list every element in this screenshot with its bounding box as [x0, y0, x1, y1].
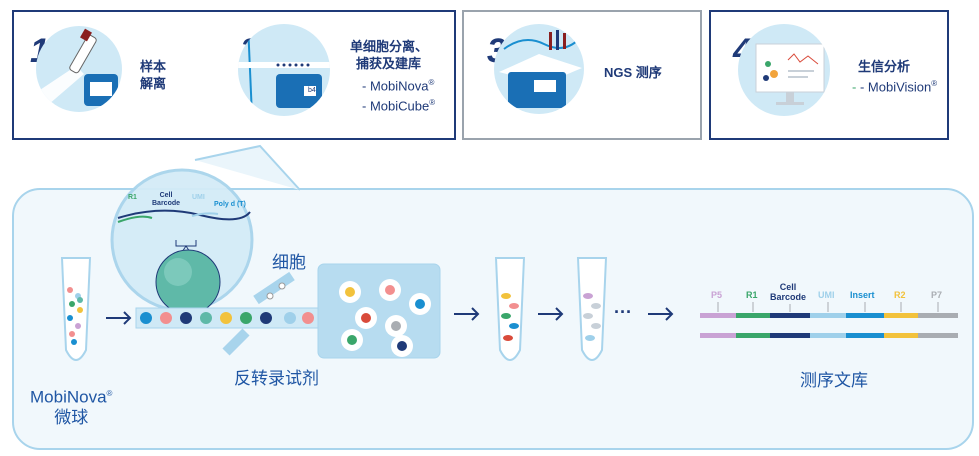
tube-2-droplets [501, 293, 519, 341]
sample-illustration [36, 26, 122, 112]
tube-beads [67, 287, 83, 345]
step-2-label: 单细胞分离、 捕获及建库 [350, 39, 429, 71]
mobinova-bead-label: MobiNova® 微球 [30, 387, 113, 427]
segment-label-p5: P5 [711, 290, 723, 300]
segment-label-p7: P7 [931, 290, 943, 300]
droplets [339, 279, 431, 357]
arrow-3-icon [538, 307, 564, 321]
library-label: 测序文库 [800, 371, 868, 390]
segment-label-r1: R1 [746, 290, 758, 300]
bead-label-umi: UMI [192, 194, 205, 201]
reagent-label: 反转录试剂 [234, 369, 319, 388]
step-2-products: - MobiNova® - MobiCube® [362, 78, 436, 114]
arrow-1-icon [106, 311, 132, 325]
analysis-monitor-illustration [738, 24, 830, 116]
segment-label-r2: R2 [894, 290, 906, 300]
library-strand-bottom [700, 333, 958, 338]
arrow-4-icon [648, 307, 674, 321]
segment-label-umi: UMI [818, 290, 835, 300]
sequencer-illustration [494, 24, 584, 114]
library-strand-top [700, 313, 958, 318]
chip-label: b4 [308, 87, 316, 94]
segment-label-cell-barcode: Cell Barcode [770, 282, 807, 302]
ellipsis: ··· [614, 302, 632, 322]
step-1-label: 样本 解离 [140, 59, 167, 91]
bead [155, 249, 221, 315]
channel-beads [140, 312, 334, 324]
tube-3-droplets [583, 293, 601, 341]
segment-label-insert: Insert [850, 290, 875, 300]
chip-illustration: b4 [238, 24, 330, 116]
bead-label-polyd: Poly d (T) [214, 201, 246, 208]
zoom-cone [194, 144, 301, 191]
mobinova-tube [60, 257, 92, 361]
arrow-2-icon [454, 307, 480, 321]
cell-label: 细胞 [272, 253, 306, 272]
bead-label-r1: R1 [128, 194, 137, 201]
step-4-label: 生信分析 - - MobiVision® [852, 59, 938, 95]
step-3-label: NGS 测序 [604, 65, 662, 80]
bead-label-cell-barcode: Cell Barcode [152, 192, 181, 207]
